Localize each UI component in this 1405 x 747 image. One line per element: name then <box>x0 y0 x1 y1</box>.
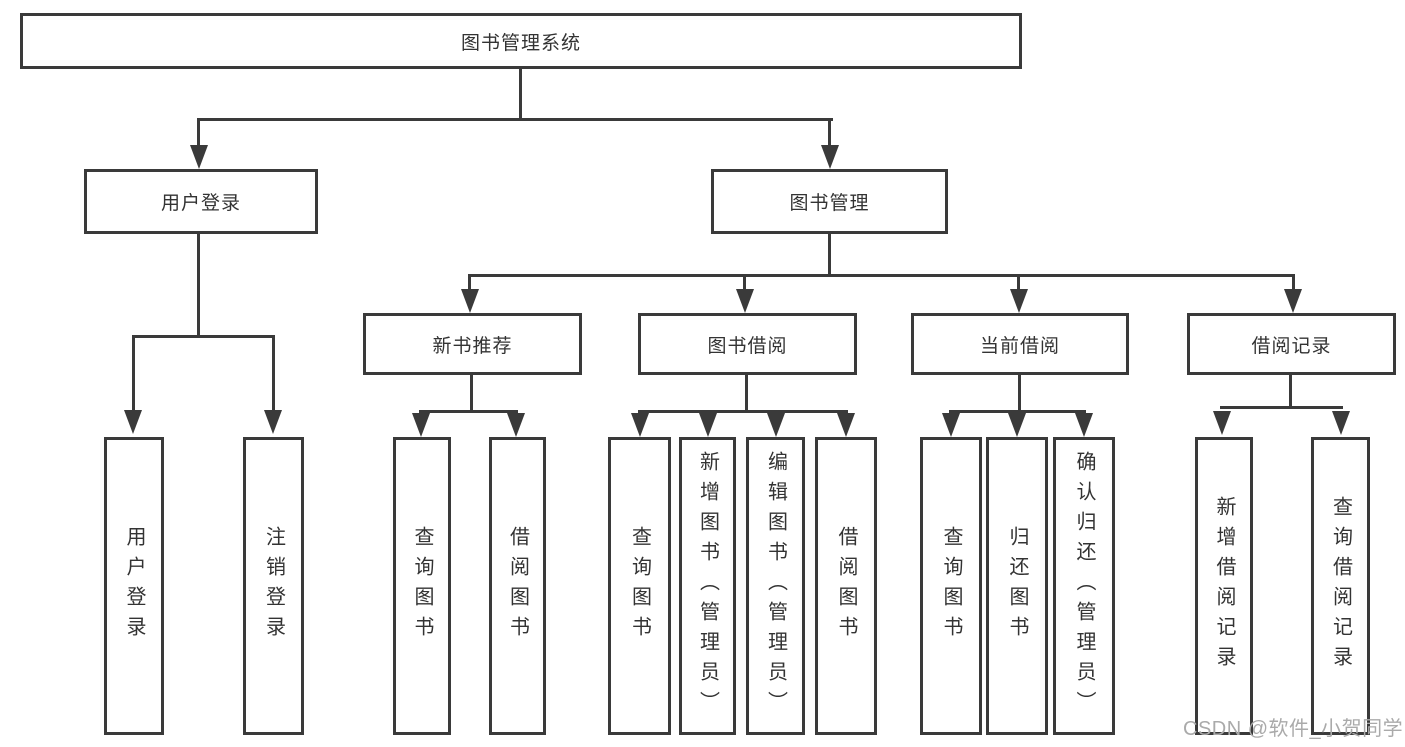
arrow-down-icon <box>736 289 754 313</box>
arrow-down-icon <box>821 145 839 169</box>
node-library-management-system: 图书管理系统 <box>20 13 1022 69</box>
connector-line <box>519 69 522 119</box>
connector-line <box>1292 274 1295 291</box>
leaf-add-borrow-record: 新增借阅记录 <box>1195 437 1253 735</box>
connector-line <box>638 410 848 413</box>
arrow-down-icon <box>1010 289 1028 313</box>
leaf-borrow-books: 借阅图书 <box>489 437 546 735</box>
node-label: 新增图书（管理员） <box>696 451 719 721</box>
arrow-down-icon <box>124 410 142 434</box>
node-label: 归还图书 <box>1006 526 1028 646</box>
node-label: 查询借阅记录 <box>1329 496 1352 676</box>
node-label: 注销登录 <box>262 526 285 646</box>
node-new-book-recommendation: 新书推荐 <box>363 313 582 375</box>
connector-line <box>949 410 1086 413</box>
leaf-confirm-return-admin: 确认归还（管理员） <box>1053 437 1115 735</box>
leaf-query-books: 查询图书 <box>608 437 671 735</box>
leaf-edit-books-admin: 编辑图书（管理员） <box>746 437 805 735</box>
node-label: 用户登录 <box>123 526 145 646</box>
connector-line <box>197 234 200 338</box>
connector-line <box>828 118 831 148</box>
connector-line <box>828 234 831 277</box>
connector-line <box>197 118 200 148</box>
arrow-down-icon <box>1284 289 1302 313</box>
leaf-query-borrow-record: 查询借阅记录 <box>1311 437 1370 735</box>
arrow-down-icon <box>264 410 282 434</box>
connector-line <box>743 274 746 291</box>
arrow-down-icon <box>699 413 717 437</box>
arrow-down-icon <box>507 413 525 437</box>
arrow-down-icon <box>1075 413 1093 437</box>
leaf-query-books: 查询图书 <box>920 437 982 735</box>
arrow-down-icon <box>190 145 208 169</box>
node-label: 查询图书 <box>940 526 962 646</box>
arrow-down-icon <box>767 413 785 437</box>
connector-line <box>197 118 833 121</box>
node-label: 编辑图书（管理员） <box>764 451 787 721</box>
node-label: 新增借阅记录 <box>1213 496 1235 676</box>
node-label: 确认归还（管理员） <box>1073 451 1095 721</box>
leaf-add-books-admin: 新增图书（管理员） <box>679 437 736 735</box>
leaf-user-login: 用户登录 <box>104 437 164 735</box>
connector-line <box>1018 375 1021 413</box>
arrow-down-icon <box>412 413 430 437</box>
node-label: 图书管理系统 <box>460 32 581 54</box>
node-label: 查询图书 <box>628 526 651 646</box>
node-label: 图书管理 <box>789 193 870 214</box>
connector-line <box>745 375 748 413</box>
node-current-borrowing: 当前借阅 <box>911 313 1129 375</box>
connector-line <box>1220 406 1343 409</box>
connector-line <box>470 375 473 413</box>
connector-line <box>1017 274 1020 291</box>
connector-line <box>1289 375 1292 409</box>
arrow-down-icon <box>837 413 855 437</box>
leaf-borrow-books: 借阅图书 <box>815 437 877 735</box>
connector-line <box>419 410 518 413</box>
arrow-down-icon <box>1213 411 1231 435</box>
connector-line <box>468 274 471 291</box>
node-book-management: 图书管理 <box>711 169 948 234</box>
node-borrowing-records: 借阅记录 <box>1187 313 1396 375</box>
arrow-down-icon <box>461 289 479 313</box>
node-label: 借阅记录 <box>1251 335 1332 357</box>
node-label: 当前借阅 <box>979 335 1060 357</box>
leaf-query-books: 查询图书 <box>393 437 451 735</box>
node-user-login: 用户登录 <box>84 169 318 234</box>
csdn-watermark: CSDN @软件_小贺同学 <box>1183 718 1404 740</box>
node-label: 用户登录 <box>160 193 241 214</box>
arrow-down-icon <box>1008 413 1026 437</box>
connector-line <box>132 335 275 338</box>
connector-line <box>272 335 275 412</box>
node-book-borrowing: 图书借阅 <box>638 313 857 375</box>
node-label: 图书借阅 <box>707 335 788 357</box>
node-label: 新书推荐 <box>432 335 513 357</box>
connector-line <box>132 335 135 412</box>
arrow-down-icon <box>942 413 960 437</box>
leaf-return-books: 归还图书 <box>986 437 1048 735</box>
leaf-logout: 注销登录 <box>243 437 304 735</box>
node-label: 借阅图书 <box>506 526 529 646</box>
node-label: 借阅图书 <box>835 526 857 646</box>
arrow-down-icon <box>631 413 649 437</box>
arrow-down-icon <box>1332 411 1350 435</box>
connector-line <box>470 274 1295 277</box>
node-label: 查询图书 <box>411 526 433 646</box>
